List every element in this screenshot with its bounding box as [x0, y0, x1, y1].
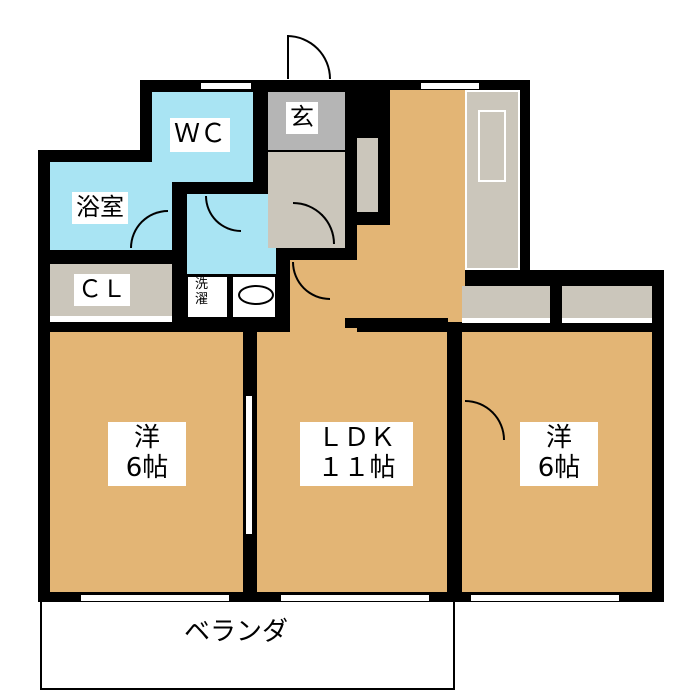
room-size: 6帖 [125, 452, 169, 483]
ldk-partition [345, 318, 448, 328]
room-name: 洋 [545, 423, 572, 453]
label-balcony: ベランダ [180, 616, 293, 650]
label-ldk: ＬＤＫ １１帖 [300, 422, 413, 486]
room-size: １１帖 [317, 452, 396, 483]
laundry-space [187, 276, 228, 318]
label-western-left: 洋 6帖 [108, 422, 186, 486]
kitchen-window [420, 82, 480, 90]
label-wc: ＷＣ [170, 118, 231, 152]
label-laundry: 洗 濯 [195, 277, 209, 307]
room-size: 6帖 [537, 452, 581, 483]
window-left [80, 594, 230, 602]
label-entrance: 玄 [286, 102, 318, 134]
ldk-upper [357, 225, 447, 322]
label-western-right: 洋 6帖 [520, 422, 598, 486]
window-ldk [280, 594, 430, 602]
window-right [470, 594, 620, 602]
label-bath: 浴室 [72, 192, 128, 224]
wash-basin [232, 276, 276, 318]
kitchen-sink [478, 110, 506, 182]
front-door[interactable] [287, 35, 331, 79]
label-closet: ＣＬ [74, 274, 130, 306]
closet-right-1 [462, 286, 550, 323]
room-name: ＬＤＫ [317, 423, 396, 453]
closet-right-2 [562, 286, 652, 323]
shoe-closet [357, 138, 378, 212]
room-name: 洋 [133, 423, 160, 453]
wc-window [200, 82, 252, 90]
sliding-door[interactable] [245, 395, 253, 535]
